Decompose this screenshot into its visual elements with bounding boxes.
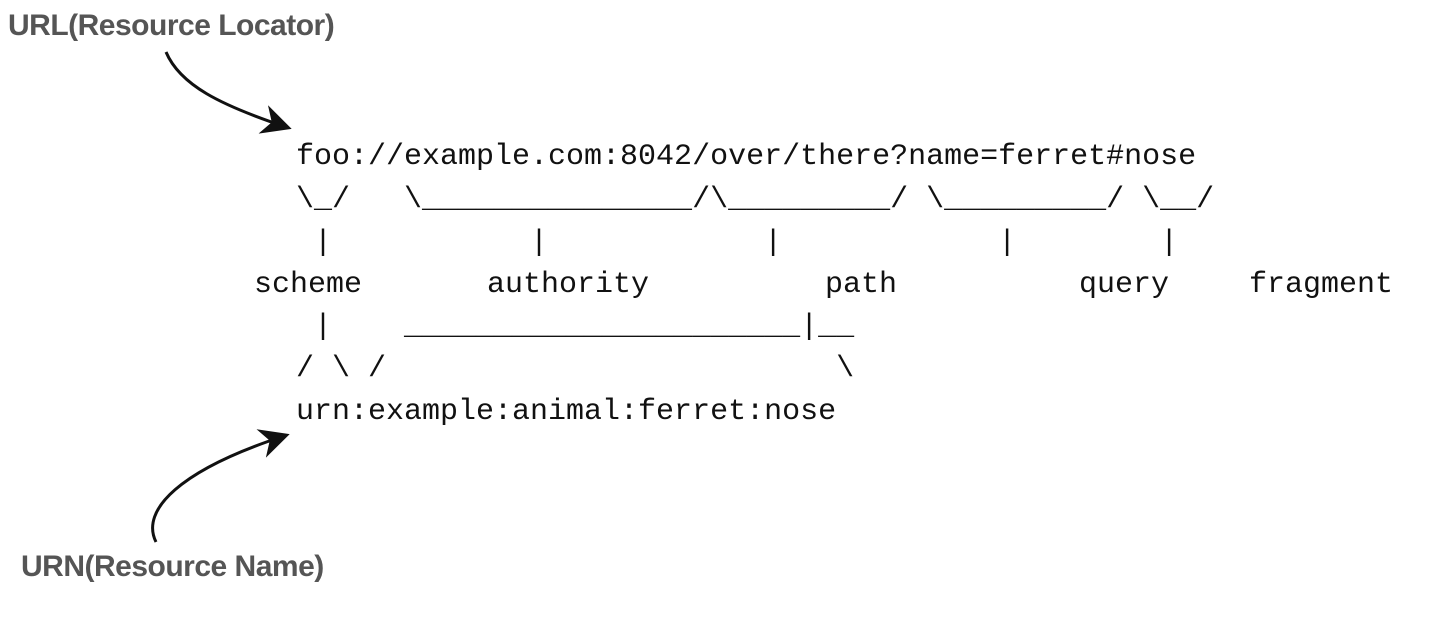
urn-connector-top: | ______________________|__ [296,310,855,344]
component-brackets: \_/ \_______________/\_________/ \______… [296,183,1215,217]
urn-callout-label: URN(Resource Name) [21,550,324,583]
label-authority: authority [487,268,650,302]
label-query: query [1079,268,1170,302]
label-path: path [825,268,898,302]
url-arrow-icon [164,51,292,134]
url-callout-label: URL(Resource Locator) [8,9,335,42]
urn-arrow-icon [151,429,290,543]
label-scheme: scheme [254,268,363,302]
uri-example-line: foo://example.com:8042/over/there?name=f… [296,140,1197,174]
label-fragment: fragment [1249,268,1394,302]
urn-example-line: urn:example:animal:ferret:nose [296,395,837,429]
component-pipes: | | | | | [296,226,1179,260]
urn-connector-bottom: / \ / \ [296,352,855,386]
